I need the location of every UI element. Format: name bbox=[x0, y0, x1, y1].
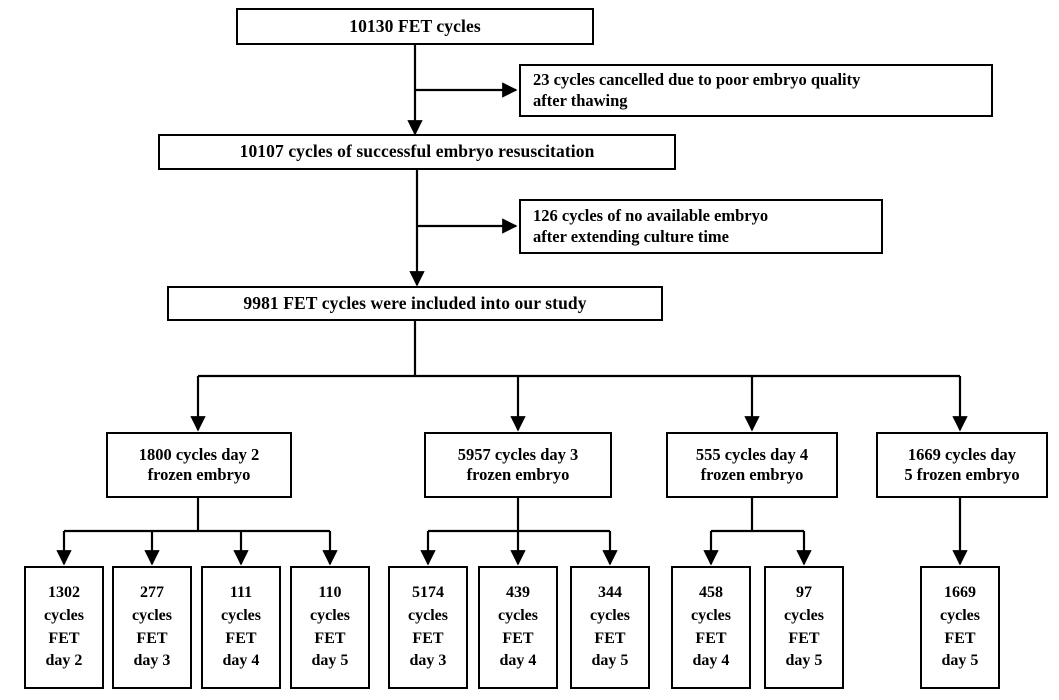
node-group-day-2: 1800 cycles day 2 frozen embryo bbox=[106, 432, 292, 498]
node-excluded-1-label: 23 cycles cancelled due to poor embryo q… bbox=[533, 70, 861, 110]
node-leaf-439-day-4: 439 cycles FET day 4 bbox=[478, 566, 558, 689]
node-leaf-439-day-4-label: 439 cycles FET day 4 bbox=[498, 584, 538, 670]
node-leaf-110-day-5-label: 110 cycles FET day 5 bbox=[310, 584, 350, 670]
node-group-day-4: 555 cycles day 4 frozen embryo bbox=[666, 432, 838, 498]
node-leaf-97-day-5-label: 97 cycles FET day 5 bbox=[784, 584, 824, 670]
node-included: 9981 FET cycles were included into our s… bbox=[167, 286, 663, 321]
node-group-day-2-label: 1800 cycles day 2 frozen embryo bbox=[138, 444, 260, 484]
node-leaf-5174-day-3: 5174 cycles FET day 3 bbox=[388, 566, 468, 689]
node-leaf-458-day-4-label: 458 cycles FET day 4 bbox=[691, 584, 731, 670]
node-root-label: 10130 FET cycles bbox=[349, 15, 481, 36]
node-included-label: 9981 FET cycles were included into our s… bbox=[243, 292, 587, 313]
node-excluded-2-label: 126 cycles of no available embryo after … bbox=[533, 206, 769, 246]
node-group-day-4-label: 555 cycles day 4 frozen embryo bbox=[695, 444, 809, 484]
node-leaf-111-day-4: 111 cycles FET day 4 bbox=[201, 566, 281, 689]
node-leaf-1669-day-5-label: 1669 cycles FET day 5 bbox=[940, 584, 980, 670]
node-group-day-3: 5957 cycles day 3 frozen embryo bbox=[424, 432, 612, 498]
node-leaf-1302-day-2-label: 1302 cycles FET day 2 bbox=[44, 584, 84, 670]
node-group-day-5: 1669 cycles day 5 frozen embryo bbox=[876, 432, 1048, 498]
node-excluded-1: 23 cycles cancelled due to poor embryo q… bbox=[519, 64, 993, 117]
node-root: 10130 FET cycles bbox=[236, 8, 594, 45]
node-leaf-458-day-4: 458 cycles FET day 4 bbox=[671, 566, 751, 689]
node-resuscitated-label: 10107 cycles of successful embryo resusc… bbox=[239, 141, 595, 162]
node-leaf-110-day-5: 110 cycles FET day 5 bbox=[290, 566, 370, 689]
node-leaf-1669-day-5: 1669 cycles FET day 5 bbox=[920, 566, 1000, 689]
node-resuscitated: 10107 cycles of successful embryo resusc… bbox=[158, 134, 676, 170]
node-excluded-2: 126 cycles of no available embryo after … bbox=[519, 199, 883, 254]
node-leaf-97-day-5: 97 cycles FET day 5 bbox=[764, 566, 844, 689]
node-leaf-277-day-3: 277 cycles FET day 3 bbox=[112, 566, 192, 689]
node-group-day-5-label: 1669 cycles day 5 frozen embryo bbox=[904, 444, 1020, 484]
node-leaf-344-day-5: 344 cycles FET day 5 bbox=[570, 566, 650, 689]
node-leaf-344-day-5-label: 344 cycles FET day 5 bbox=[590, 584, 630, 670]
node-leaf-5174-day-3-label: 5174 cycles FET day 3 bbox=[408, 584, 448, 670]
node-leaf-111-day-4-label: 111 cycles FET day 4 bbox=[221, 584, 261, 670]
node-group-day-3-label: 5957 cycles day 3 frozen embryo bbox=[457, 444, 579, 484]
node-leaf-1302-day-2: 1302 cycles FET day 2 bbox=[24, 566, 104, 689]
node-leaf-277-day-3-label: 277 cycles FET day 3 bbox=[132, 584, 172, 670]
